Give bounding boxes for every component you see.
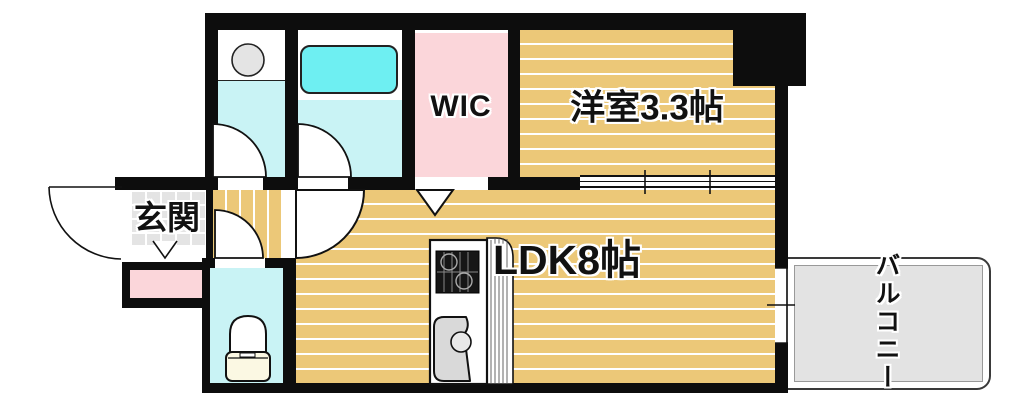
- kitchen-unit: [428, 237, 514, 386]
- wall-entrance-bottom: [122, 298, 210, 308]
- wall-right-upper: [775, 30, 788, 268]
- wic-opening-mark: [415, 189, 455, 217]
- room-label-entrance: 玄関: [134, 199, 200, 236]
- kitchen-sink-icon: [433, 316, 472, 382]
- wash-basin-icon: [231, 43, 265, 77]
- washroom-door-swing: [212, 123, 267, 178]
- entrance-tile-floor: [130, 190, 206, 245]
- wall-hall-entrance: [206, 187, 213, 262]
- room-label-western: 洋室3.3帖: [570, 88, 724, 128]
- balcony-window: [767, 267, 795, 344]
- wall-bottom: [202, 383, 788, 393]
- wic-floor: [415, 33, 508, 177]
- wall-washroom-bathroom: [285, 30, 298, 190]
- door-swing-icon: [48, 186, 122, 260]
- toilet-door-swing: [214, 209, 264, 259]
- wall-entrance-left: [122, 270, 130, 298]
- bathroom-door-swing: [297, 123, 352, 178]
- wall-top: [205, 13, 775, 30]
- pillar-block: [733, 13, 806, 86]
- wall-band-a: [263, 177, 298, 190]
- wall-band-b: [348, 177, 415, 190]
- balcony-deck: [794, 265, 983, 382]
- western-room-floor: [520, 30, 775, 177]
- room-label-ldk: LDK8帖: [492, 237, 642, 283]
- room-label-wic: WIC: [430, 90, 492, 123]
- entrance-step-mark: [152, 240, 178, 260]
- wall-band-entrance: [115, 177, 215, 190]
- wall-wic-western: [508, 30, 520, 190]
- ldk-floor: [296, 190, 775, 383]
- ldk-door-swing: [295, 189, 366, 260]
- wall-entrance-mid: [122, 262, 210, 270]
- wall-toilet-left: [202, 258, 210, 393]
- bathtub-icon: [300, 45, 398, 94]
- gas-stove-icon: [435, 250, 480, 294]
- wall-bathroom-wic: [402, 30, 415, 190]
- wall-right-lower: [775, 343, 788, 393]
- wall-band-c: [488, 177, 580, 190]
- toilet-icon: [225, 314, 271, 382]
- sliding-door-marks: [580, 170, 775, 194]
- wall-toilet-top-b: [265, 258, 296, 268]
- room-label-balcony: バルコニー: [872, 252, 900, 392]
- shoe-cabinet: [130, 270, 202, 298]
- wall-hall-ldk: [283, 258, 296, 393]
